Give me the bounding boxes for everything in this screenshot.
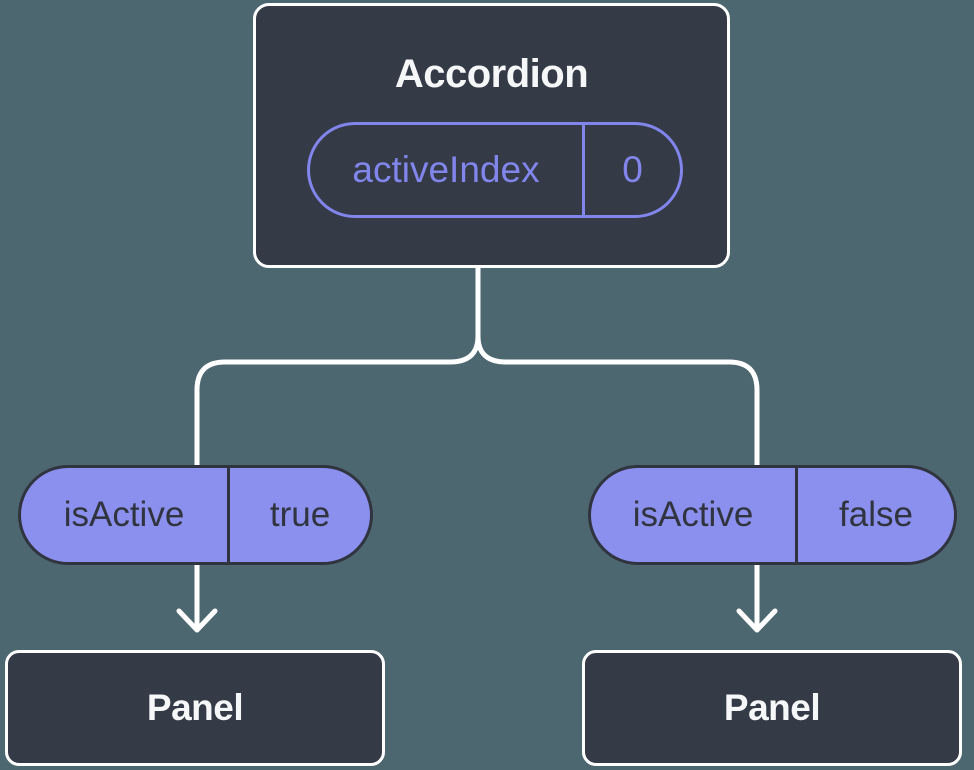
panel-node-right: Panel (582, 650, 962, 766)
prop-name-label: activeIndex (352, 149, 540, 190)
panel-node-title: Panel (723, 687, 821, 728)
accordion-node: Accordion activeIndex 0 (253, 3, 730, 268)
accordion-node-title: Accordion (394, 52, 589, 96)
state-value-label: false (795, 468, 954, 562)
left-arrow-down-icon (176, 608, 218, 633)
left-branch-line (194, 333, 481, 470)
panel-node-left: Panel (5, 650, 385, 766)
activeindex-prop-pill: activeIndex 0 (307, 122, 683, 218)
right-branch-line (475, 333, 760, 470)
state-name-label: isActive (63, 495, 185, 534)
right-arrow-down-icon (736, 608, 778, 633)
prop-value-label: 0 (582, 125, 680, 215)
panel-node-title: Panel (146, 687, 244, 728)
isactive-pill-left: isActive true (18, 465, 373, 565)
state-value-label: true (227, 468, 370, 562)
isactive-pill-right: isActive false (588, 465, 957, 565)
state-name-label: isActive (632, 495, 754, 534)
